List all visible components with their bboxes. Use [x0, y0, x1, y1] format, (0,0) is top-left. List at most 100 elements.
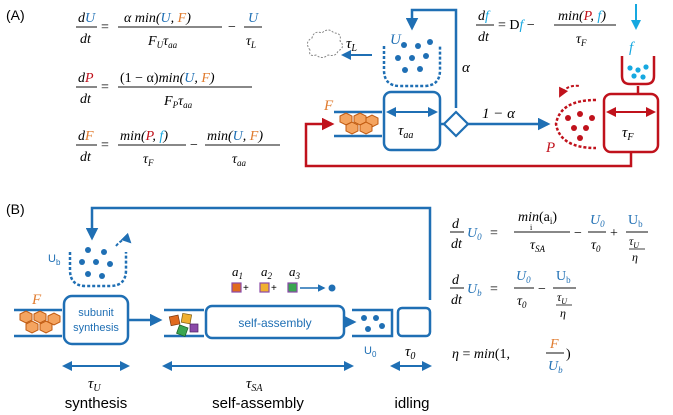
- tau-u-label: τU: [88, 376, 101, 394]
- svg-text:FPτaa: FPτaa: [163, 94, 193, 110]
- svg-text:a2: a2: [261, 264, 273, 281]
- svg-text:U0: U0: [467, 226, 482, 242]
- svg-text:F: F: [549, 337, 559, 352]
- p-recycle-arrow: [559, 84, 581, 98]
- svg-text:−: −: [228, 20, 236, 35]
- u-feed-arrow: [405, 8, 458, 108]
- svg-text:): ): [566, 347, 571, 362]
- svg-text:=: =: [101, 80, 109, 95]
- svg-text:τ0: τ0: [591, 238, 601, 254]
- svg-text:dt: dt: [451, 293, 463, 308]
- svg-text:min(ai): min(ai): [518, 210, 557, 226]
- svg-text:min(U, F): min(U, F): [207, 129, 263, 144]
- f-pool-b: [14, 308, 62, 338]
- svg-text:+: +: [271, 283, 277, 294]
- svg-text:U0: U0: [590, 213, 605, 229]
- svg-text:α min(U, F): α min(U, F): [124, 11, 191, 26]
- one-minus-alpha-label: 1 − α: [482, 106, 516, 122]
- ub-feed-loop: [85, 206, 432, 300]
- svg-text:i: i: [530, 223, 533, 232]
- svg-text:−: −: [574, 226, 582, 241]
- equation-df-dt: dF dt = min(P, f) τF − min(U, F) τaa: [76, 129, 280, 168]
- svg-text:dt: dt: [80, 32, 92, 47]
- svg-text:η: η: [632, 250, 638, 264]
- svg-text:=: =: [490, 282, 498, 297]
- svg-text:τSA: τSA: [530, 238, 546, 254]
- step-synthesis: synthesis: [65, 395, 128, 412]
- svg-text:a1: a1: [232, 264, 243, 281]
- svg-text:= Df −: = Df −: [498, 18, 535, 33]
- f-return-loop: [304, 117, 633, 168]
- svg-text:−: −: [538, 282, 546, 297]
- subunit-pool: [164, 308, 204, 338]
- svg-text:a3: a3: [289, 264, 301, 281]
- f-pool-a: [334, 110, 382, 138]
- svg-text:dt: dt: [478, 30, 490, 45]
- subunit-legend: a1 a2 a3 + +: [231, 264, 336, 294]
- svg-text:dt: dt: [451, 237, 463, 252]
- svg-text:dU: dU: [78, 11, 96, 26]
- svg-text:min(P, f): min(P, f): [120, 129, 168, 144]
- branch-diamond: [442, 110, 470, 138]
- equation-eta: η = min(1, F Ub ): [452, 337, 571, 375]
- f-label: f: [629, 40, 635, 56]
- u0-pool: [352, 308, 394, 338]
- svg-text:η: η: [560, 306, 566, 320]
- tau-sa-label: τSA: [246, 376, 263, 394]
- box2-label: self-assembly: [238, 316, 311, 330]
- tau-aa-box: [382, 90, 442, 152]
- ub-label: Ub: [48, 253, 61, 267]
- step-idling: idling: [394, 395, 429, 412]
- f-label-b: F: [31, 292, 42, 308]
- svg-text:FUτaa: FUτaa: [147, 34, 178, 50]
- svg-text:Ub: Ub: [628, 213, 643, 229]
- box1-line2: synthesis: [73, 322, 119, 334]
- svg-text:Ub: Ub: [556, 269, 571, 285]
- svg-text:Ub: Ub: [467, 282, 482, 298]
- svg-text:U0: U0: [516, 269, 531, 285]
- svg-text:dt: dt: [80, 150, 92, 165]
- svg-text:η = min(1,: η = min(1,: [452, 347, 510, 362]
- svg-text:τF: τF: [576, 32, 587, 48]
- svg-text:=: =: [101, 138, 109, 153]
- svg-text:τ0: τ0: [517, 294, 527, 310]
- tau-f-box: [602, 92, 660, 154]
- svg-text:τU: τU: [629, 234, 640, 250]
- svg-text:dF: dF: [78, 129, 94, 144]
- ub-pool: [68, 247, 128, 288]
- tau-0-label: τ0: [405, 344, 415, 362]
- svg-text:τaa: τaa: [232, 152, 247, 168]
- equation-du-dt: dU dt = α min(U, F) FUτaa − U τL: [76, 11, 262, 50]
- panel-a-label: (A): [6, 7, 25, 23]
- equation-du0-dt: d dt U0 = min(ai) i τSA − U0 τ0 + Ub τU …: [450, 210, 648, 264]
- subunit-synthesis-box: [62, 294, 130, 346]
- svg-text:τF: τF: [143, 152, 154, 168]
- svg-text:+: +: [610, 226, 618, 241]
- u0-label: U0: [364, 345, 377, 359]
- svg-text:=: =: [490, 226, 498, 241]
- p-label: P: [545, 140, 555, 156]
- svg-text:dt: dt: [80, 92, 92, 107]
- u-label: U: [390, 32, 402, 48]
- decay-cloud-icon: [306, 29, 344, 58]
- p-pool: [554, 98, 597, 150]
- svg-text:d: d: [452, 217, 460, 232]
- svg-text:=: =: [101, 20, 109, 35]
- svg-text:−: −: [190, 138, 198, 153]
- svg-text:d: d: [452, 273, 460, 288]
- panel-b-label: (B): [6, 201, 25, 217]
- svg-text:df: df: [478, 9, 491, 24]
- svg-text:U: U: [248, 11, 259, 26]
- u-pool: [382, 39, 442, 88]
- svg-text:min(P, f): min(P, f): [558, 9, 606, 24]
- f-bucket: [620, 56, 656, 86]
- svg-text:Ub: Ub: [548, 359, 563, 375]
- svg-text:τU: τU: [557, 290, 568, 306]
- svg-text:+: +: [243, 283, 249, 294]
- svg-text:dP: dP: [78, 71, 94, 86]
- idling-box: [396, 306, 432, 338]
- equation-dub-dt: d dt Ub = U0 τ0 − Ub τU η: [450, 269, 576, 320]
- equation-small-f: df dt = Df − min(P, f) τF: [476, 9, 616, 48]
- alpha-label: α: [462, 60, 471, 76]
